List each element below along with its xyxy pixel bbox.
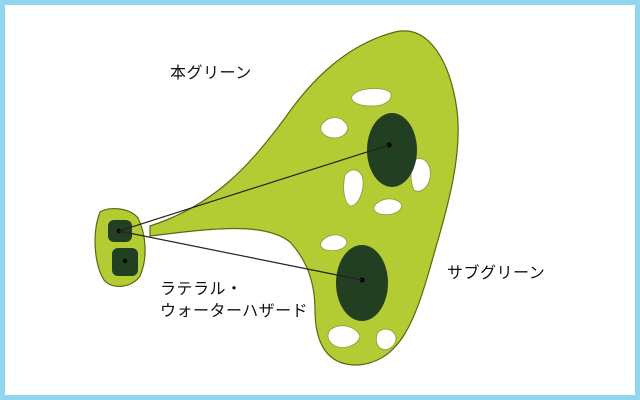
bunker-center [373, 198, 403, 216]
line-to-sub-green [118, 230, 363, 281]
line-to-main-green [118, 144, 390, 232]
hazard-label-line-1: ラテラル・ [160, 279, 243, 298]
bunker-bottom-right [375, 328, 397, 350]
lateral-water-hazard-label: ラテラル・ ウォーターハザード [160, 278, 308, 322]
sub-green [336, 245, 388, 321]
bunker-right [410, 158, 431, 192]
bunker-left-upper [320, 117, 349, 139]
bunker-left-middle [343, 169, 364, 207]
sub-green-label: サブグリーン [447, 263, 546, 282]
bunker-bottom [327, 325, 361, 348]
main-green-label: 本グリーン [170, 63, 252, 82]
hazard-label-line-2: ウォーターハザード [160, 301, 309, 320]
main-green [367, 113, 417, 187]
bunker-top [351, 88, 392, 107]
bunker-lower-left [320, 234, 348, 252]
tee-marker-lower [122, 258, 128, 264]
